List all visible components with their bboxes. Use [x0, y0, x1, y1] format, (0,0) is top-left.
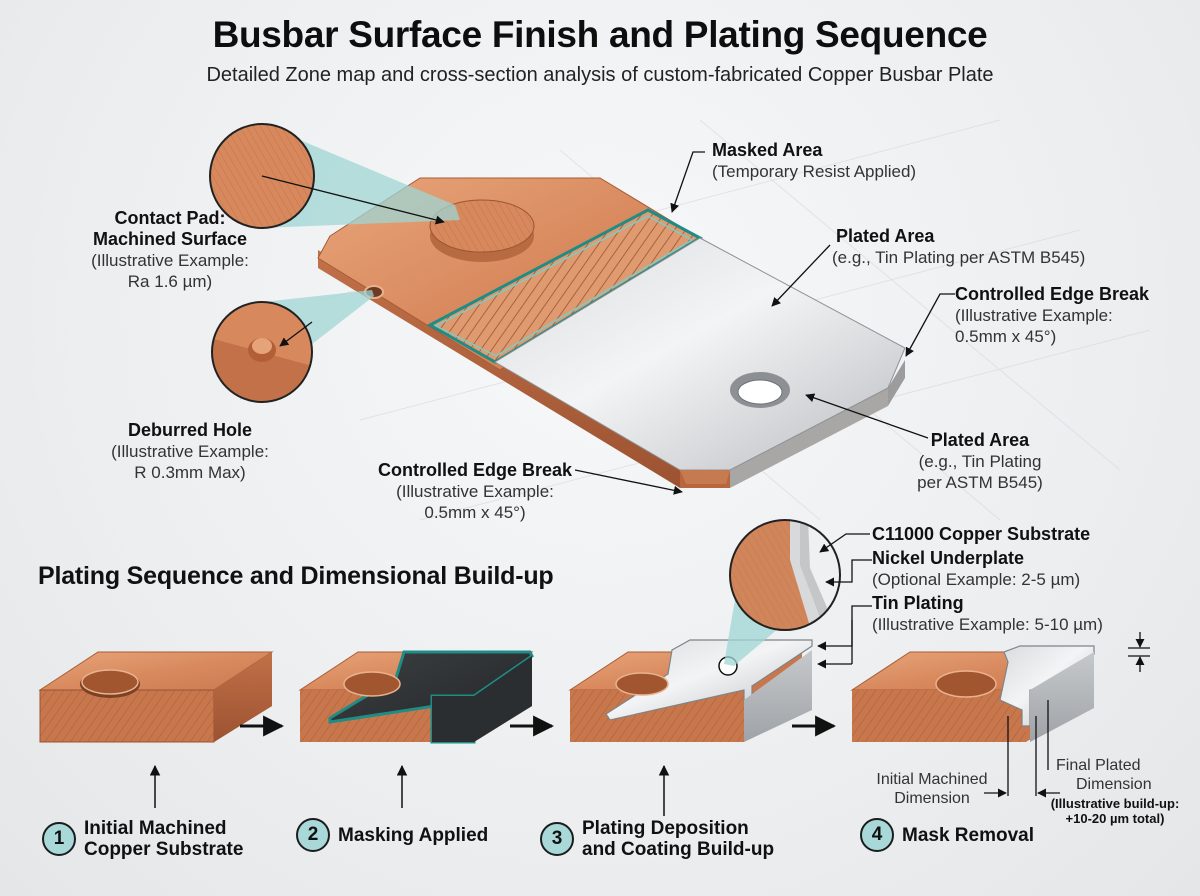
masked-area-line-1: (Temporary Resist Applied) [712, 162, 917, 181]
initial-dimension-line-1: Initial Machined [876, 771, 988, 788]
step-3-badge: 3 [540, 822, 574, 856]
leader-nickel [825, 559, 872, 587]
plate-side-right [730, 388, 888, 488]
edge-break-bottom-title: Controlled Edge Break [377, 460, 573, 480]
step-4-label: Mask Removal [902, 825, 1034, 846]
step-4-badge: 4 [860, 818, 894, 852]
layer-substrate: C11000 Copper Substrate [872, 524, 1091, 544]
step-1: 1 Initial Machined Copper Substrate [42, 818, 243, 860]
label-edge-break-bottom: Controlled Edge Break (Illustrative Exam… [372, 460, 578, 523]
plated-area-right-line-1: (e.g., Tin Plating [918, 452, 1042, 471]
layer-tin-title: Tin Plating [872, 593, 964, 613]
final-dimension-line-2: Dimension [1076, 776, 1152, 793]
block-2-masked [298, 650, 534, 744]
leader-masked-area [670, 151, 705, 213]
deburred-hole-line-1: (Illustrative Example: [111, 442, 269, 461]
label-initial-dimension: Initial Machined Dimension [858, 770, 1006, 808]
step-2-badge: 2 [296, 818, 330, 852]
leader-lines-layers [817, 533, 872, 669]
edge-break-bottom-line-1: (Illustrative Example: [396, 482, 554, 501]
final-dimension-line-1: Final Plated [1056, 757, 1141, 774]
label-edge-break-right: Controlled Edge Break (Illustrative Exam… [955, 284, 1175, 347]
step-3: 3 Plating Deposition and Coating Build-u… [540, 818, 774, 860]
contact-pad-title-1: Contact Pad: [114, 208, 226, 228]
label-contact-pad: Contact Pad: Machined Surface (Illustrat… [70, 208, 270, 292]
deburred-hole-line-2: R 0.3mm Max) [134, 463, 246, 482]
plated-area-top-line-1: (e.g., Tin Plating per ASTM B545) [832, 248, 1086, 267]
page-title: Busbar Surface Finish and Plating Sequen… [212, 14, 988, 55]
plate-side-right-end [888, 360, 905, 406]
page-subtitle: Detailed Zone map and cross-section anal… [206, 64, 994, 86]
label-buildup: (Illustrative build-up: +10-20 µm total) [1036, 796, 1194, 826]
label-plated-area-right: Plated Area (e.g., Tin Plating per ASTM … [900, 430, 1060, 493]
buildup-line-1: (Illustrative build-up: [1050, 796, 1180, 811]
leader-substrate [819, 533, 870, 553]
layer-nickel-title: Nickel Underplate [872, 548, 1025, 568]
leader-edge-right [905, 293, 955, 357]
plated-area-top-title: Plated Area [836, 226, 935, 246]
edge-break-right-line-2: 0.5mm x 45°) [955, 327, 1057, 346]
layer-tin-note: (Illustrative Example: 5-10 µm) [872, 615, 1103, 634]
step-3-label: Plating Deposition and Coating Build-up [582, 818, 774, 860]
plated-area-right-title: Plated Area [930, 430, 1030, 450]
step-1-line-1: Initial Machined [84, 818, 227, 839]
block-1-substrate [38, 651, 274, 743]
step-2-label: Masking Applied [338, 825, 488, 846]
contact-pad-line-2: Ra 1.6 µm) [127, 272, 213, 291]
initial-dimension-line-2: Dimension [894, 790, 970, 807]
label-final-dimension: Final Plated Dimension [1056, 756, 1196, 794]
leader-edge-bottom [574, 469, 683, 495]
edge-break-bottom-line-2: 0.5mm x 45°) [424, 503, 526, 522]
thickness-marker [1128, 632, 1150, 672]
label-deburred-hole: Deburred Hole (Illustrative Example: R 0… [90, 420, 290, 483]
leader-plated-right [805, 393, 929, 439]
edge-break-right-line-1: (Illustrative Example: [955, 306, 1113, 325]
step-4: 4 Mask Removal [860, 818, 1034, 852]
step-1-line-2: Copper Substrate [84, 839, 244, 860]
dimension-lines [984, 700, 1060, 798]
layer-nickel-note: (Optional Example: 2-5 µm) [872, 570, 1081, 589]
label-plated-area-top: Plated Area (e.g., Tin Plating per ASTM … [832, 226, 1102, 268]
deburred-hole-title: Deburred Hole [127, 420, 253, 440]
contact-pad-title-2: Machined Surface [92, 229, 248, 249]
step-2: 2 Masking Applied [296, 818, 488, 852]
tin-layer [605, 639, 813, 721]
sequence-heading: Plating Sequence and Dimensional Build-u… [38, 562, 554, 590]
callout-deburred-hole [211, 290, 374, 403]
buildup-line-2: +10-20 µm total) [1065, 811, 1165, 826]
step-1-label: Initial Machined Copper Substrate [84, 818, 243, 860]
contact-pad-line-1: (Illustrative Example: [91, 251, 249, 270]
callout-contact-pad [209, 123, 460, 229]
label-masked-area: Masked Area (Temporary Resist Applied) [712, 140, 952, 182]
leader-plated-top [771, 244, 831, 307]
step-4-line-1: Mask Removal [902, 824, 1035, 846]
step-1-badge: 1 [42, 822, 76, 856]
step-3-line-2: and Coating Build-up [582, 839, 775, 860]
label-layers: C11000 Copper Substrate Nickel Underplat… [872, 524, 1132, 635]
edge-break-right-title: Controlled Edge Break [955, 284, 1150, 304]
block-4-final [850, 645, 1095, 742]
step-3-line-1: Plating Deposition [582, 818, 749, 839]
step-arrows [149, 764, 670, 816]
block-3-plated [568, 639, 813, 742]
busbar-plate [317, 177, 906, 488]
plated-area-right-line-2: per ASTM B545) [917, 473, 1043, 492]
masked-area-title: Masked Area [712, 140, 823, 160]
step-2-line-1: Masking Applied [338, 824, 489, 846]
leader-lines-top [574, 151, 955, 495]
